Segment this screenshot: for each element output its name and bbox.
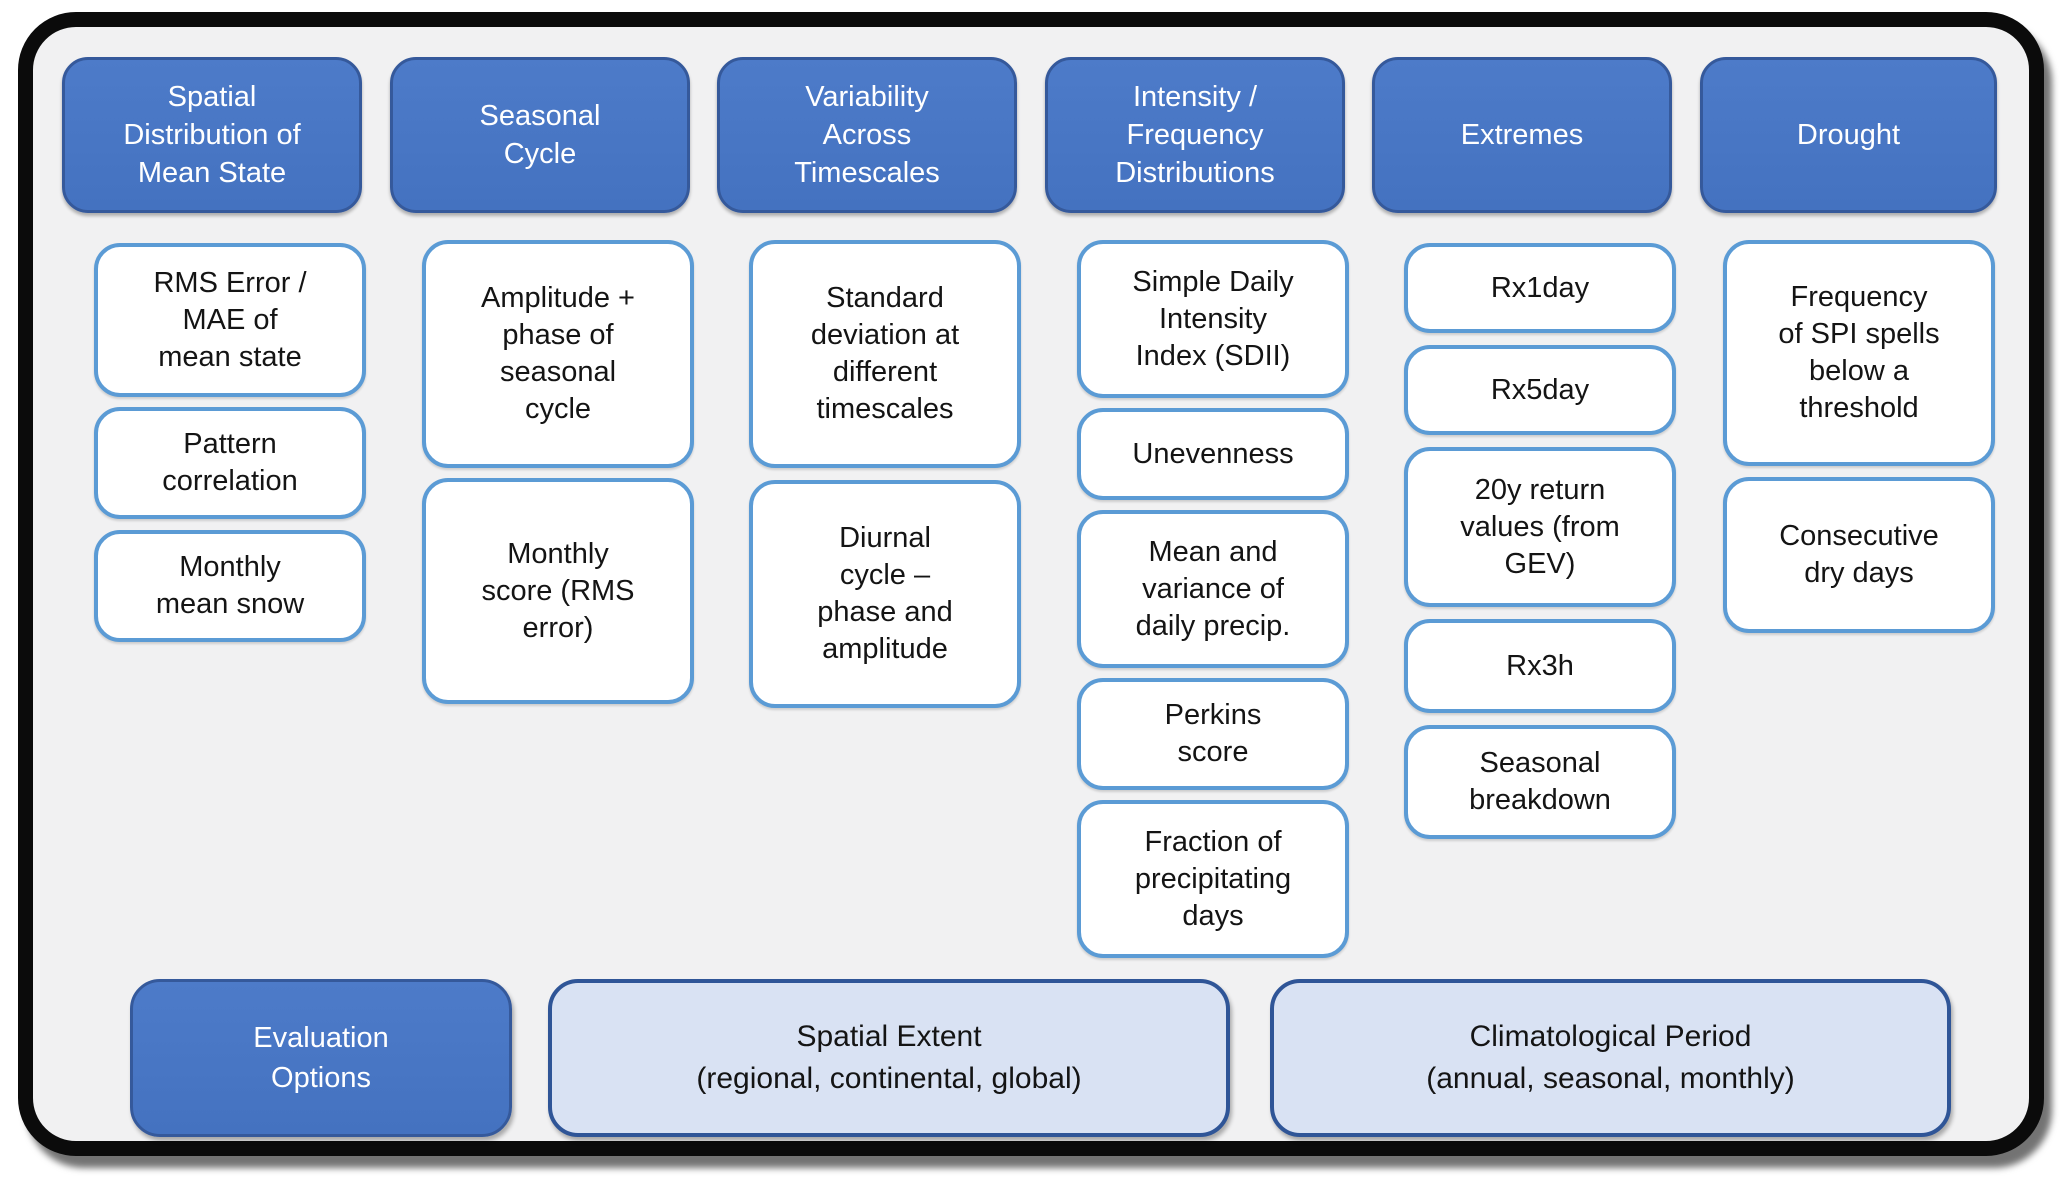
metric-perkins-score: Perkins score <box>1077 678 1349 790</box>
metric-amplitude-phase-seasonal-cycle: Amplitude + phase of seasonal cycle <box>422 240 694 468</box>
metric-standard-deviation-timescales: Standard deviation at different timescal… <box>749 240 1021 468</box>
metric-monthly-mean-snow: Monthly mean snow <box>94 530 366 642</box>
column-seasonal-cycle: Seasonal Cycle Amplitude + phase of seas… <box>390 0 694 1186</box>
column-variability-timescales: Variability Across Timescales Standard d… <box>717 0 1021 1186</box>
evaluation-options-box: Evaluation Options <box>130 979 512 1137</box>
climatological-period-option-box: Climatological Period (annual, seasonal,… <box>1270 979 1951 1137</box>
metric-unevenness: Unevenness <box>1077 408 1349 500</box>
metric-frequency-spi-spells: Frequency of SPI spells below a threshol… <box>1723 240 1995 466</box>
column-drought: Drought Frequency of SPI spells below a … <box>1700 0 2000 1186</box>
metric-20y-return-values-gev: 20y return values (from GEV) <box>1404 447 1676 607</box>
metric-rms-error-mae: RMS Error / MAE of mean state <box>94 243 366 397</box>
metric-sdii: Simple Daily Intensity Index (SDII) <box>1077 240 1349 398</box>
category-header-extremes: Extremes <box>1372 57 1672 213</box>
category-header-intensity-frequency: Intensity / Frequency Distributions <box>1045 57 1345 213</box>
metric-rx1day: Rx1day <box>1404 243 1676 333</box>
metric-consecutive-dry-days: Consecutive dry days <box>1723 477 1995 633</box>
metric-diurnal-cycle-phase-amplitude: Diurnal cycle – phase and amplitude <box>749 480 1021 708</box>
metric-fraction-precipitating-days: Fraction of precipitating days <box>1077 800 1349 958</box>
category-header-drought: Drought <box>1700 57 1997 213</box>
category-header-seasonal-cycle: Seasonal Cycle <box>390 57 690 213</box>
metric-seasonal-breakdown: Seasonal breakdown <box>1404 725 1676 839</box>
column-spatial-distribution: Spatial Distribution of Mean State RMS E… <box>62 0 366 1186</box>
metric-pattern-correlation: Pattern correlation <box>94 407 366 519</box>
column-extremes: Extremes Rx1day Rx5day 20y return values… <box>1372 0 1676 1186</box>
metric-monthly-score-rms-error: Monthly score (RMS error) <box>422 478 694 704</box>
column-intensity-frequency: Intensity / Frequency Distributions Simp… <box>1045 0 1349 1186</box>
metric-mean-variance-daily-precip: Mean and variance of daily precip. <box>1077 510 1349 668</box>
category-header-spatial-distribution: Spatial Distribution of Mean State <box>62 57 362 213</box>
spatial-extent-option-box: Spatial Extent (regional, continental, g… <box>548 979 1230 1137</box>
metric-rx5day: Rx5day <box>1404 345 1676 435</box>
metric-rx3h: Rx3h <box>1404 619 1676 713</box>
category-header-variability-timescales: Variability Across Timescales <box>717 57 1017 213</box>
